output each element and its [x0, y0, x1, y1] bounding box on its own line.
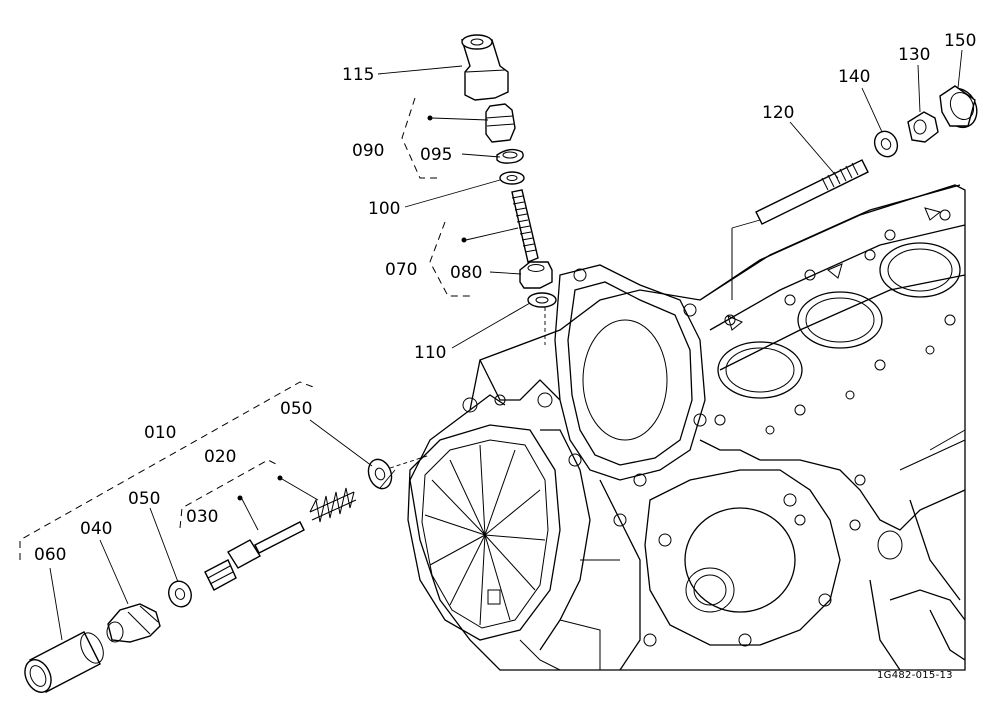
washer-050-lower — [168, 580, 192, 608]
washer-140 — [873, 130, 899, 158]
flywheel-ribs — [424, 444, 546, 626]
callout-020: 020 — [204, 447, 236, 467]
callout-040: 040 — [80, 519, 112, 539]
cap-150 — [939, 85, 978, 129]
callout-080: 080 — [450, 263, 482, 283]
cap-115 — [461, 34, 509, 101]
nut-130 — [907, 111, 939, 143]
engine-block — [389, 184, 966, 671]
washer-110 — [527, 292, 557, 308]
callout-140: 140 — [838, 67, 870, 87]
stud-070 — [511, 189, 539, 263]
callout-010: 010 — [144, 423, 176, 443]
callout-050-upper: 050 — [280, 399, 312, 419]
plug-090 — [485, 103, 516, 143]
dot-070 — [461, 237, 467, 243]
dot-090 — [427, 115, 433, 121]
callout-090: 090 — [352, 141, 384, 161]
callout-070: 070 — [385, 260, 417, 280]
callout-150: 150 — [944, 31, 976, 51]
drawing-code: 1G482-015-13 — [877, 670, 953, 681]
callout-095: 095 — [420, 145, 452, 165]
cap-nut-040 — [106, 603, 161, 643]
bracket-090 — [401, 97, 440, 179]
washer-050-upper — [367, 458, 393, 490]
callout-115: 115 — [342, 65, 374, 85]
stud-120 — [731, 159, 869, 300]
callout-120: 120 — [762, 103, 794, 123]
bracket-070 — [429, 221, 470, 297]
bracket-010 — [19, 381, 317, 560]
callout-130: 130 — [898, 45, 930, 65]
relief-valve-030 — [204, 521, 305, 591]
callout-110: 110 — [414, 343, 446, 363]
dot-020-spring — [277, 475, 283, 481]
callout-050-lower: 050 — [128, 489, 160, 509]
cover-060 — [24, 631, 104, 693]
nut-080 — [519, 261, 553, 289]
bracket-020 — [179, 459, 281, 529]
circlip-095 — [496, 148, 524, 164]
spring-020 — [309, 487, 357, 523]
callout-030: 030 — [186, 507, 218, 527]
callout-060: 060 — [34, 545, 66, 565]
washer-100 — [499, 171, 525, 185]
callout-100: 100 — [368, 199, 400, 219]
dot-020-valve — [237, 495, 243, 501]
